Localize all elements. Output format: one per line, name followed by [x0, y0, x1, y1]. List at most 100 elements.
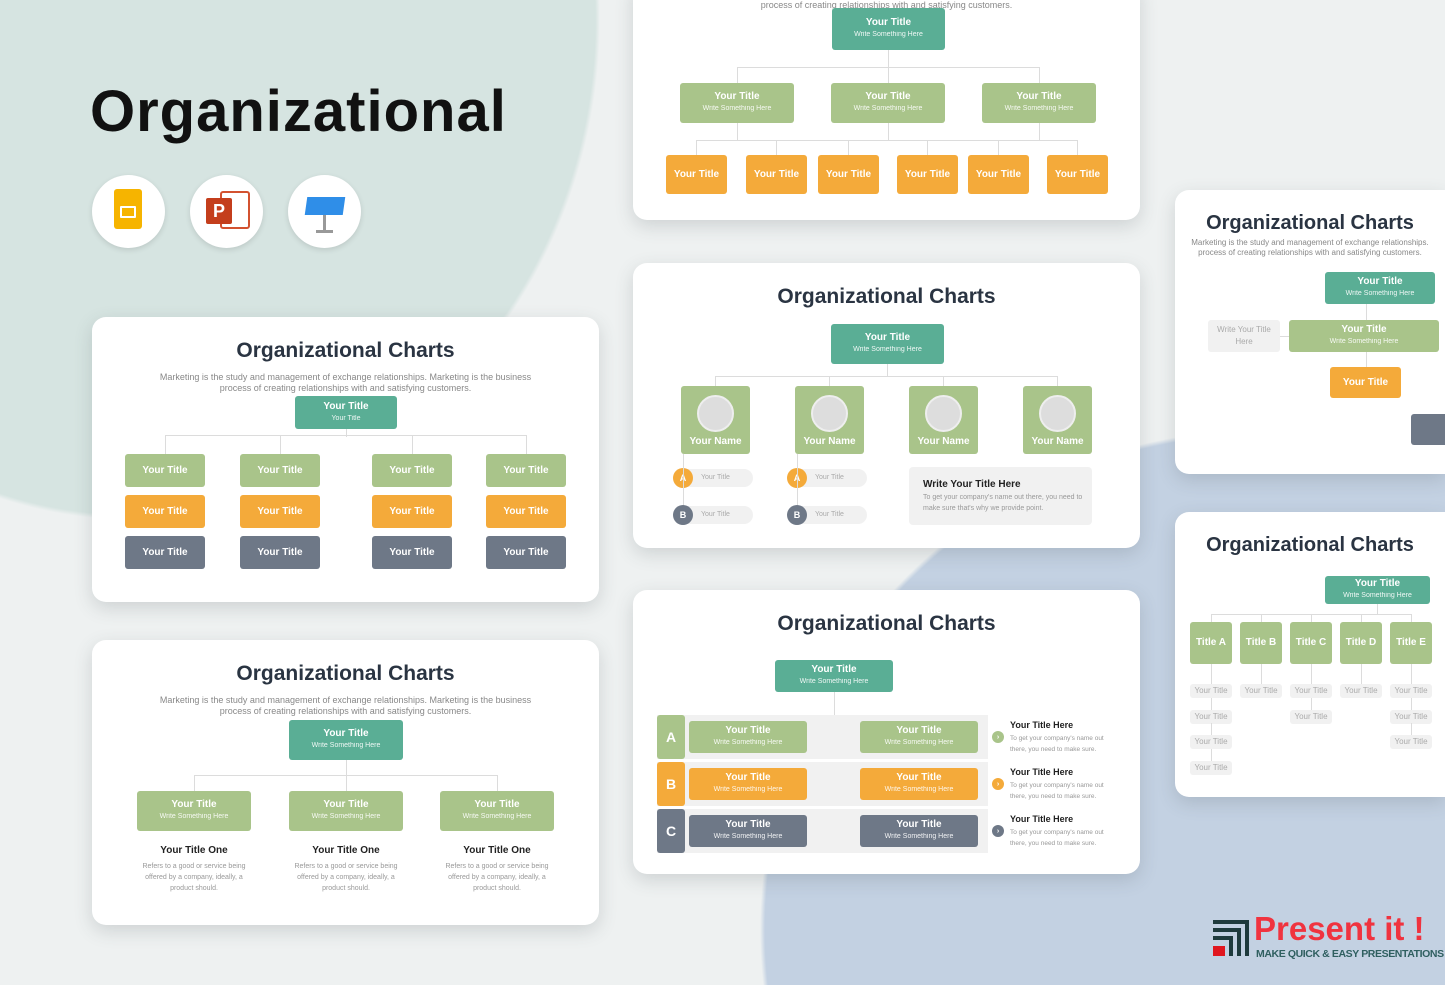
box-title: Your Title	[1354, 578, 1401, 589]
box-title: Your Title	[864, 332, 911, 343]
connector-line	[1361, 614, 1362, 622]
chart-box: Your Title	[486, 536, 566, 569]
box-title: Title A	[1195, 637, 1226, 648]
connector-line	[1311, 664, 1312, 684]
box-title: Your Title	[896, 725, 942, 736]
slide-description: Marketing is the study and management of…	[159, 695, 532, 705]
sub-item: Your Title	[1290, 709, 1332, 724]
connector-line	[715, 376, 1057, 377]
column-head: Title C	[1290, 622, 1332, 664]
slide-description: process of creating relationships with a…	[219, 383, 472, 393]
box-title: Your Title	[1394, 711, 1428, 721]
badge-letter: B	[673, 505, 693, 525]
slide-preview-3[interactable]: process of creating relationships with a…	[633, 0, 1140, 220]
chart-box: Your Title	[746, 155, 807, 194]
connector-line	[1211, 748, 1212, 761]
connector-line	[1411, 664, 1412, 684]
chart-box: Your Title	[1047, 155, 1108, 194]
box-title: Your Title	[714, 91, 760, 102]
connector-line	[412, 435, 413, 455]
connector-line	[887, 364, 888, 376]
box-title: Your Title	[503, 546, 549, 558]
box-title: Your Title	[1194, 762, 1228, 772]
box-title: Title C	[1295, 637, 1327, 648]
column-head: Title B	[1240, 622, 1282, 664]
box-title: Your Title	[1341, 324, 1387, 335]
connector-line	[696, 140, 1078, 141]
chart-box: Your Title	[818, 155, 879, 194]
connector-line	[165, 435, 527, 436]
chart-box: Your Title	[897, 155, 958, 194]
google-slides-icon	[92, 175, 165, 248]
slide-title: Organizational Charts	[236, 662, 455, 685]
box-subtitle: Write Something Here	[1343, 592, 1412, 599]
connector-line	[1211, 697, 1212, 710]
box-title: Your Title	[142, 546, 188, 558]
connector-line	[1411, 697, 1412, 710]
sub-item: Your Title	[1290, 684, 1332, 698]
connector-line	[1366, 352, 1367, 367]
box-title: Your Title	[725, 725, 771, 736]
connector-line	[1211, 664, 1212, 684]
connector-line	[1039, 123, 1040, 141]
note-heading: Your Title Here	[1010, 767, 1074, 777]
info-text: To get your company's name out there, yo…	[923, 494, 1083, 512]
slide-description: process of creating relationships with a…	[219, 706, 472, 716]
connector-line	[526, 435, 527, 455]
connector-line	[998, 140, 999, 155]
box-title: Your Title	[1294, 711, 1328, 721]
box-title: Your Title	[725, 772, 771, 783]
box-title: Title E	[1396, 637, 1426, 648]
connector-line	[194, 775, 195, 791]
badge-label: Your Title	[677, 506, 753, 524]
chart-box	[1411, 414, 1445, 445]
connector-line	[1377, 604, 1378, 614]
item-text: Refers to a good or service being offere…	[294, 863, 398, 892]
connector-line	[683, 454, 684, 514]
sub-item: Your Title	[1190, 709, 1232, 724]
box-title: Your Title	[1054, 168, 1101, 180]
connector-line	[346, 760, 347, 775]
sub-item: Your Title	[1240, 684, 1282, 698]
note-text: To get your company's name out there, yo…	[1010, 782, 1104, 800]
box-title: Your Title	[257, 546, 303, 558]
box-title: Your Title	[503, 464, 549, 476]
note-heading: Your Title Here	[1010, 720, 1074, 730]
chart-box: Your Title	[240, 495, 320, 528]
sub-item: Your Title	[1340, 684, 1382, 698]
brand-logo-icon	[1213, 920, 1249, 956]
chart-box: Your Title	[372, 536, 452, 569]
connector-line	[1311, 614, 1312, 622]
box-subtitle: Write Something Here	[1345, 290, 1415, 297]
box-subtitle: Write Something Here	[884, 739, 954, 746]
box-title: Your Title	[1357, 276, 1403, 287]
box-title: Your Title	[673, 168, 720, 180]
connector-line	[1411, 723, 1412, 735]
box-subtitle: Write Something Here	[854, 31, 923, 38]
box-title: Your Title	[389, 464, 435, 476]
slide-title: Organizational Charts	[777, 612, 996, 635]
box-title: Write Your Title Here	[1217, 325, 1271, 346]
connector-line	[497, 775, 498, 791]
connector-line	[848, 140, 849, 155]
slide-title: Organizational Charts	[1206, 212, 1414, 234]
brand-name: Present it !	[1254, 910, 1425, 947]
item-heading: Your Title One	[312, 845, 380, 856]
